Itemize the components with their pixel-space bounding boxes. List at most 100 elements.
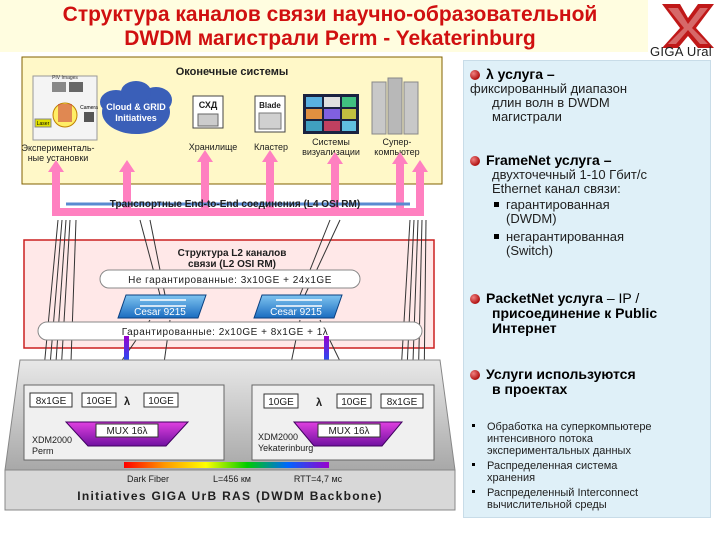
framenet-sub-2: негарантированная (Switch) [494, 230, 647, 258]
service-packetnet: PacketNet услуга – IP / присоединение к … [470, 291, 657, 336]
cloud-line-2: Initiatives [115, 113, 157, 123]
title-line-2: DWDM магистрали Perm - Yekaterinburg [124, 27, 536, 50]
project-1-line-1: Обработка на суперкомпьютере [487, 421, 652, 433]
network-diagram: Оконечные системы PIV Images Laser Camer… [4, 56, 456, 511]
service-packetnet-line-3: Интернет [492, 320, 557, 336]
backbone-base [4, 469, 456, 511]
framenet-sub-1-line-1: гарантированная [506, 197, 610, 212]
bullet-icon [470, 370, 480, 380]
dot-bullet-icon [472, 463, 475, 466]
service-lambda-body-1: фиксированный диапазон [470, 81, 628, 96]
service-packetnet-head: PacketNet услуга [486, 290, 603, 306]
service-framenet-head: FrameNet услуга – [486, 152, 612, 168]
non-guaranteed-label: Не гарантированные: 3x10GE + 24x1GE [128, 275, 332, 286]
project-1-line-3: экспериментальных данных [487, 445, 631, 457]
cloud-grid-icon: Cloud & GRID Initiatives [100, 81, 172, 134]
label-experiment-2: ные установки [28, 153, 89, 163]
service-lambda: λ услуга – фиксированный диапазон длин в… [470, 67, 627, 124]
backbone-label: Initiatives GIGA UrB RAS (DWDM Backbone) [77, 489, 383, 503]
perm-port-8x1ge [29, 392, 73, 408]
perm-port-10ge-a-label: 10GE [86, 396, 112, 407]
piv-label: PIV Images [52, 75, 78, 81]
logo-text: GIGA Ural [650, 44, 712, 59]
storage-tag: СХД [199, 100, 218, 110]
yekat-port-10ge-a [263, 393, 299, 409]
yekat-port-8x1ge-label: 8x1GE [387, 397, 418, 408]
project-2-line-2: хранения [487, 472, 536, 484]
service-usage-line-2: в проектах [492, 381, 568, 397]
perm-node-line-1: XDM2000 [32, 435, 72, 445]
laser-box [34, 118, 52, 128]
camera-icon [84, 112, 94, 122]
length-label: L=456 км [213, 474, 251, 484]
service-usage-line-1: Услуги используются [486, 366, 636, 382]
guaranteed-text: Гарантированные: 2x10GE + 8x1GE + 1 [122, 327, 323, 338]
perm-port-10ge-b-label: 10GE [148, 396, 174, 407]
guaranteed-bar [37, 321, 423, 341]
switch-right-icon: Cesar 9215 [253, 294, 343, 319]
service-lambda-body-3: магистрали [492, 109, 562, 124]
l2-title-2: связи (L2 OSI RM) [188, 259, 276, 270]
yekat-mux-label: MUX 16λ [328, 426, 369, 437]
bullet-icon [470, 70, 480, 80]
service-framenet-body-1: двухточечный 1-10 Гбит/с [492, 167, 647, 182]
label-vis-2: визуализации [302, 147, 360, 157]
service-framenet: FrameNet услуга – двухточечный 1-10 Гбит… [470, 153, 647, 258]
service-lambda-head: λ услуга – [486, 66, 555, 82]
label-super-1: Супер- [383, 137, 412, 147]
perm-node-line-2: Perm [32, 446, 54, 456]
transport-label: Транспортные End-to-End соединения (L4 O… [110, 199, 360, 210]
yekat-node-line-1: XDM2000 [258, 432, 298, 442]
cloud-line-1: Cloud & GRID [106, 102, 166, 112]
blade-tag: Blade [259, 101, 281, 110]
guaranteed-lambda: λ [323, 327, 329, 338]
visualization-wall-icon [303, 94, 359, 134]
project-item-1: Обработка на суперкомпьютере интенсивног… [472, 421, 708, 457]
service-packetnet-tail: – IP / [602, 290, 640, 306]
service-framenet-body-2: Ethernet канал связи: [492, 181, 621, 196]
framenet-sub-2-line-1: негарантированная [506, 229, 625, 244]
perm-port-10ge-a [81, 392, 117, 408]
title-bar [0, 0, 648, 52]
switch-left-icon: Cesar 9215 [117, 294, 207, 319]
transport-arrows [48, 150, 428, 216]
project-2-line-1: Распределенная система [487, 460, 618, 472]
yekat-port-10ge-b-label: 10GE [341, 397, 367, 408]
service-packetnet-line-2: присоединение к Public [492, 305, 658, 321]
square-bullet-icon [494, 234, 499, 239]
switch-right-label: Cesar 9215 [270, 307, 322, 318]
yekat-port-10ge-b [336, 393, 372, 409]
label-experiment-1: Эксперименталь- [21, 143, 94, 153]
end-systems-title: Оконечные системы [176, 66, 289, 78]
guaranteed-label: Гарантированные: 2x10GE + 8x1GE + 1λ [122, 327, 329, 338]
project-3-line-2: вычислительной среды [487, 499, 607, 511]
dot-bullet-icon [472, 490, 475, 493]
blade-cluster-icon: Blade [254, 95, 286, 133]
l2-title-1: Структура L2 каналов [178, 248, 287, 259]
square-bullet-icon [494, 202, 499, 207]
yekat-lambda: λ [316, 397, 322, 409]
framenet-sub-1: гарантированная (DWDM) [494, 198, 647, 226]
services-panel: λ услуга – фиксированный диапазон длин в… [463, 60, 711, 518]
rtt-label: RTT=4,7 мс [294, 474, 343, 484]
perm-lambda: λ [124, 396, 130, 408]
service-usage: Услуги используются в проектах [470, 367, 636, 397]
dot-bullet-icon [472, 424, 475, 427]
label-super-2: компьютер [374, 147, 419, 157]
dark-fiber-label: Dark Fiber [127, 474, 169, 484]
project-item-2: Распределенная система хранения [472, 460, 708, 484]
project-1-line-2: интенсивного потока [487, 433, 593, 445]
camera-label: Camera [80, 105, 98, 111]
giga-ural-logo-icon [662, 4, 714, 48]
label-storage: Хранилище [189, 142, 238, 152]
yekat-port-8x1ge [380, 393, 424, 409]
projects-list: Обработка на суперкомпьютере интенсивног… [472, 421, 708, 511]
perm-port-10ge-b [143, 392, 179, 408]
label-vis-1: Системы [312, 137, 350, 147]
perm-mux-label: MUX 16λ [106, 426, 147, 437]
framenet-sub-1-line-2: (DWDM) [506, 211, 557, 226]
laser-label: Laser [37, 121, 50, 127]
switch-left-label: Cesar 9215 [134, 307, 186, 318]
service-lambda-body-2: длин волн в DWDM [492, 95, 610, 110]
page-title: Структура каналов связи научно-образоват… [20, 3, 640, 51]
